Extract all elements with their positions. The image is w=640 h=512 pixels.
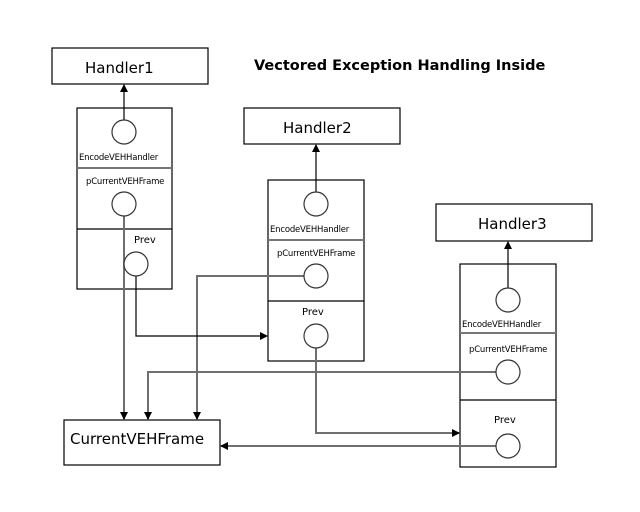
frame2-prev-circle	[303, 323, 329, 349]
frame2-encode-label: EncodeVEHHandler	[270, 225, 350, 235]
frame1-encode-circle	[111, 119, 137, 145]
frame1-encode-label: EncodeVEHHandler	[79, 153, 159, 163]
current-veh-frame-box: CurrentVEHFrame	[63, 419, 221, 466]
handler3-label: Handler3	[478, 215, 547, 233]
frame3-current-label: pCurrentVEHFrame	[469, 345, 547, 355]
handler2-label: Handler2	[283, 119, 352, 137]
diagram-title: Vectored Exception Handling Inside	[254, 58, 545, 74]
frame2-prev-pointer	[315, 348, 460, 437]
handler1-label: Handler1	[85, 59, 154, 77]
frame1-current-label: pCurrentVEHFrame	[86, 177, 164, 187]
frame1-prev-pointer	[135, 276, 268, 340]
frame1-current-circle	[111, 191, 137, 217]
frame3-prev-label: Prev	[494, 415, 516, 426]
frame3-current-circle	[495, 359, 521, 385]
handler1-box: Handler1	[51, 47, 209, 85]
frame2-encode-circle	[303, 191, 329, 217]
frame3-encode-label: EncodeVEHHandler	[462, 320, 542, 330]
frame3-current-pointer	[144, 371, 496, 420]
frame1-prev-circle	[123, 251, 149, 277]
frame2-current-label: pCurrentVEHFrame	[277, 249, 355, 259]
frame3-prev-circle	[495, 433, 521, 459]
handler2-box: Handler2	[243, 107, 401, 145]
handler3-box: Handler3	[435, 203, 593, 242]
frame3-encode-circle	[495, 287, 521, 313]
frame2-prev-label: Prev	[302, 307, 324, 318]
frame1-prev-label: Prev	[134, 235, 156, 246]
current-veh-frame-label: CurrentVEHFrame	[70, 430, 204, 448]
frame2-current-circle	[303, 263, 329, 289]
